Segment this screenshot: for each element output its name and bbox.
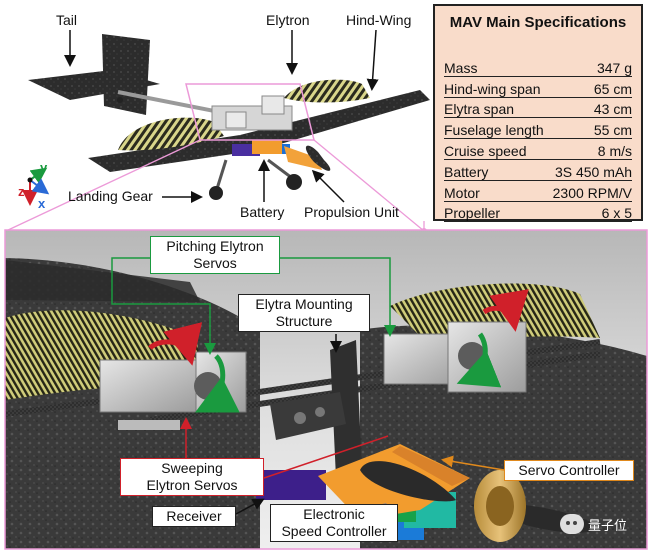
spec-row: Elytra span 43 cm [444, 98, 632, 119]
spec-label: Motor [444, 184, 480, 201]
sweeping-leader-2 [263, 435, 389, 479]
spec-label: Hind-wing span [444, 80, 541, 97]
sweeping-label-line-1: Sweeping [161, 460, 223, 476]
spec-label: Propeller [444, 205, 501, 222]
receiver-label: Receiver [152, 506, 236, 527]
spec-value: 55 cm [593, 122, 632, 139]
zoom-guide-left [5, 139, 201, 232]
electronic-speed-controller-label: Electronic Speed Controller [270, 504, 398, 542]
spec-row: Motor 2300 RPM/V [444, 181, 632, 202]
spec-value: 8 m/s [597, 142, 632, 159]
specifications-panel: MAV Main Specifications Mass 347 g Hind-w… [433, 4, 643, 223]
hind-wing-arrow [366, 29, 379, 91]
spec-row: Propeller 6 x 5 [444, 202, 632, 223]
detail-frame [4, 229, 648, 550]
elytron-label: Elytron [266, 12, 310, 28]
servo-controller-leader [441, 455, 505, 471]
watermark-logo-icon [560, 514, 584, 534]
spec-label: Battery [444, 163, 489, 180]
watermark-text: 量子位 [588, 517, 628, 533]
mounting-label-line-2: Structure [275, 313, 333, 329]
spec-value: 347 g [596, 59, 632, 76]
pitching-label-line-2: Servos [193, 255, 237, 271]
propulsion-unit-label: Propulsion Unit [304, 204, 399, 220]
pitching-servos-leader-left [111, 257, 216, 355]
sweeping-label-line-2: Elytron Servos [146, 477, 238, 493]
sweeping-elytron-servos-label: Sweeping Elytron Servos [120, 458, 264, 496]
esc-label-line-2: Speed Controller [281, 523, 387, 539]
axis-x-label: x [38, 196, 46, 211]
pitching-label-line-1: Pitching Elytron [166, 238, 264, 254]
axis-triad [22, 167, 50, 206]
pitching-servos-leader-right [280, 257, 396, 337]
spec-value: 43 cm [593, 101, 632, 118]
spec-label: Mass [444, 59, 478, 76]
axis-y-label: y [40, 160, 48, 175]
receiver-text: Receiver [166, 508, 222, 524]
propulsion-arrow [311, 169, 345, 203]
esc-label-line-1: Electronic [303, 506, 365, 522]
spec-row: Fuselage length 55 cm [444, 118, 632, 140]
spec-value: 65 cm [593, 80, 632, 97]
servo-controller-text: Servo Controller [518, 462, 620, 478]
landing-gear-label: Landing Gear [68, 188, 153, 204]
spec-label: Fuselage length [444, 122, 544, 139]
battery-label: Battery [240, 204, 285, 220]
spec-label: Cruise speed [444, 142, 527, 159]
tail-label: Tail [56, 12, 78, 28]
mav-overview-render [28, 34, 430, 200]
receiver-leader [235, 498, 265, 515]
watermark: 量子位 [560, 514, 627, 534]
axis-z-label: z [18, 184, 25, 199]
mounting-label-line-1: Elytra Mounting [255, 296, 353, 312]
elytra-mounting-structure-label: Elytra Mounting Structure [238, 294, 370, 332]
spec-row: Mass 347 g [444, 56, 632, 77]
specifications-title: MAV Main Specifications [449, 14, 627, 31]
specifications-table: Mass 347 g Hind-wing span 65 cm Elytra spa… [444, 56, 632, 223]
spec-label: Elytra span [444, 101, 515, 118]
pitching-elytron-servos-label: Pitching Elytron Servos [150, 236, 280, 274]
spec-row: Hind-wing span 65 cm [444, 77, 632, 98]
spec-value: 3S 450 mAh [554, 163, 632, 180]
spec-row: Battery 3S 450 mAh [444, 160, 632, 181]
spec-row: Cruise speed 8 m/s [444, 139, 632, 160]
zoom-guide-right [313, 139, 425, 232]
spec-value: 6 x 5 [601, 205, 632, 222]
servo-controller-label: Servo Controller [504, 460, 634, 481]
spec-value: 2300 RPM/V [552, 184, 632, 201]
hind-wing-label: Hind-Wing [346, 12, 412, 28]
